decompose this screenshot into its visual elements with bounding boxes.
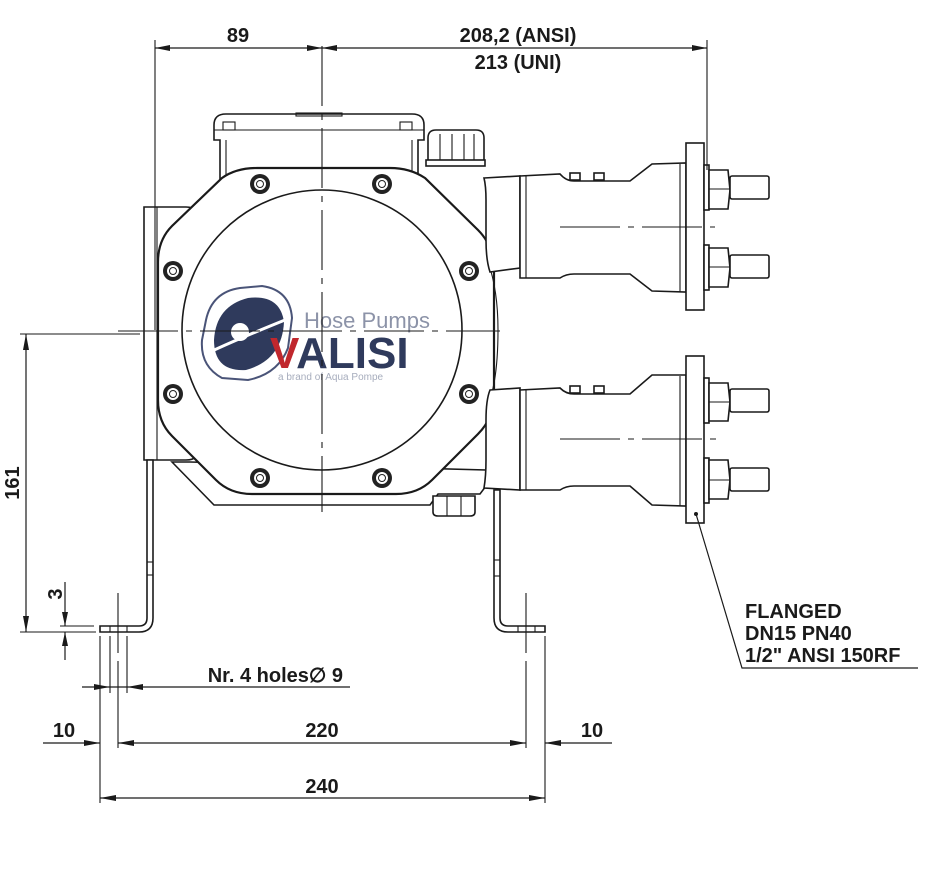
dimension-89: 89 bbox=[155, 25, 322, 51]
port-clip bbox=[569, 385, 581, 394]
cover-screw bbox=[163, 261, 183, 281]
dimension-220: 220 bbox=[118, 720, 526, 746]
dimension-holes: Nr. 4 holes∅ 9 bbox=[82, 665, 350, 690]
cover-screw bbox=[250, 174, 270, 194]
port-clip bbox=[593, 172, 605, 181]
dimension-10-right: 10 bbox=[545, 720, 612, 746]
arrowhead bbox=[510, 740, 526, 746]
arrowhead bbox=[62, 632, 68, 646]
cover-screw bbox=[250, 468, 270, 488]
cover-screw bbox=[163, 384, 183, 404]
cover-screw bbox=[372, 174, 392, 194]
lower-port bbox=[483, 355, 770, 524]
dimension-label: 10 bbox=[53, 720, 75, 742]
arrowhead bbox=[692, 45, 707, 51]
housing-screw bbox=[399, 121, 413, 131]
arrowhead bbox=[529, 795, 545, 801]
note-line-3: 1/2" ANSI 150RF bbox=[745, 645, 900, 667]
brand-logo: Hose Pumps VALISI a brand of Aqua Pompe bbox=[200, 284, 430, 383]
filler-cap-base bbox=[425, 159, 486, 167]
dimension-label: 161 bbox=[2, 466, 24, 499]
flange-stud bbox=[729, 388, 770, 413]
dimension-3: 3 bbox=[45, 582, 94, 660]
logo-line1: Hose Pumps bbox=[304, 308, 430, 333]
arrowhead bbox=[127, 684, 143, 690]
upper-port bbox=[482, 142, 770, 311]
flange-stud bbox=[729, 175, 770, 200]
cover-screw bbox=[459, 384, 479, 404]
logo-mark-hole bbox=[231, 323, 249, 341]
arrowhead bbox=[94, 684, 110, 690]
arrowhead bbox=[23, 616, 29, 632]
arrowhead bbox=[322, 45, 337, 51]
dimension-161: 161 bbox=[2, 333, 140, 633]
port-clip bbox=[569, 172, 581, 181]
flange-stud bbox=[729, 254, 770, 279]
logo-tagline: a brand of Aqua Pompe bbox=[278, 372, 384, 383]
dimension-208-213: 208,2 (ANSI) 213 (UNI) bbox=[322, 25, 707, 74]
arrowhead bbox=[155, 45, 170, 51]
left-bracket bbox=[99, 459, 154, 633]
port-clip bbox=[593, 385, 605, 394]
logo-brand-rest: ALISI bbox=[296, 329, 408, 378]
drain-plug bbox=[432, 495, 476, 517]
pump-assembly: Hose Pumps VALISI a brand of Aqua Pompe bbox=[99, 46, 770, 665]
dimension-240: 240 bbox=[100, 776, 545, 801]
logo-brand-v: V bbox=[270, 329, 300, 378]
dimension-label: 3 bbox=[45, 588, 67, 599]
cover-screw bbox=[459, 261, 479, 281]
dimension-annotations: 89 208,2 (ANSI) 213 (UNI) 161 3 bbox=[2, 25, 918, 803]
upper-port-neck bbox=[482, 175, 521, 273]
dimension-label: 220 bbox=[305, 720, 338, 742]
cover-screws bbox=[163, 174, 479, 488]
note-line-1: FLANGED bbox=[745, 601, 842, 623]
cover-screw bbox=[372, 468, 392, 488]
flange-stud bbox=[729, 467, 770, 492]
right-bracket bbox=[493, 489, 546, 633]
logo-brand: VALISI bbox=[270, 329, 409, 378]
note-line-2: DN15 PN40 bbox=[745, 623, 852, 645]
lower-port-body bbox=[519, 374, 687, 507]
arrowhead bbox=[100, 795, 116, 801]
dimension-label: Nr. 4 holes∅ 9 bbox=[208, 665, 343, 687]
logo-mark-outline bbox=[200, 284, 294, 382]
dimension-label: 10 bbox=[581, 720, 603, 742]
dimension-label: 240 bbox=[305, 776, 338, 798]
arrowhead bbox=[545, 740, 561, 746]
dimension-label-uni: 213 (UNI) bbox=[475, 52, 562, 74]
arrowhead bbox=[84, 740, 100, 746]
housing-tab bbox=[295, 112, 343, 117]
lower-port-neck bbox=[483, 387, 521, 491]
filler-cap bbox=[427, 129, 485, 164]
front-cover-inner-edge bbox=[487, 261, 499, 406]
dimension-label-ansi: 208,2 (ANSI) bbox=[460, 25, 577, 47]
arrowhead bbox=[118, 740, 134, 746]
leader-line bbox=[695, 513, 918, 669]
arrowhead bbox=[62, 612, 68, 626]
dimension-label: 89 bbox=[227, 25, 249, 47]
housing-screw bbox=[222, 121, 236, 131]
arrowhead bbox=[23, 334, 29, 350]
arrowhead bbox=[307, 45, 322, 51]
dimension-10-left: 10 bbox=[43, 720, 100, 746]
flange-note: FLANGED DN15 PN40 1/2" ANSI 150RF bbox=[695, 513, 918, 669]
